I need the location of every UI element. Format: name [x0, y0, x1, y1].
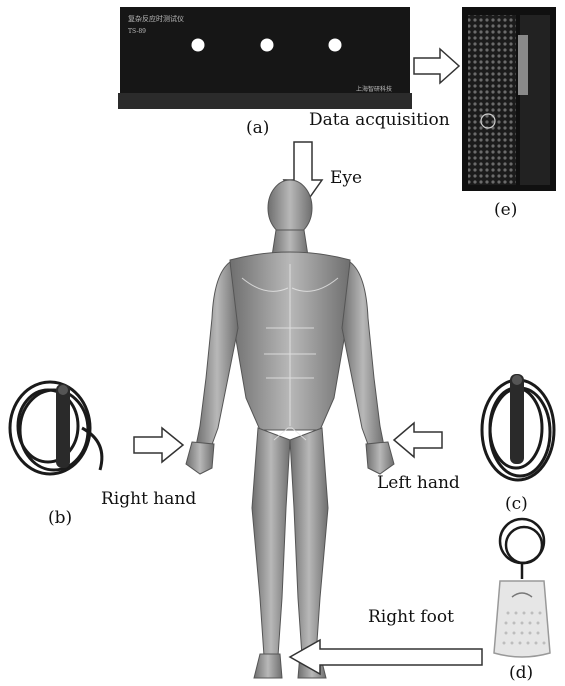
arrow-to-computer: [412, 46, 462, 86]
panel-c-label: (c): [505, 494, 528, 514]
device-model-text: TS-89: [128, 28, 146, 35]
stimulus-light-2: [261, 39, 274, 52]
foot-pedal-device: [486, 513, 558, 663]
panel-e-label: (e): [494, 200, 517, 220]
right-foot-arrow: [288, 637, 484, 677]
left-hand-button-image: [476, 368, 560, 486]
right-foot-label: Right foot: [368, 607, 454, 627]
panel-b-label: (b): [48, 508, 72, 528]
device-maker-text: 上海智研科技: [356, 85, 392, 93]
device-title-text: 复杂反应时测试仪: [128, 14, 184, 23]
reaction-device-panel: 复杂反应时测试仪 TS-89 上海智研科技: [118, 5, 412, 109]
panel-d-label: (d): [509, 663, 533, 683]
right-hand-button-device: [4, 372, 116, 482]
computer-tower: [460, 5, 558, 193]
foot-pedal-image: [486, 513, 558, 663]
right-hand-label: Right hand: [101, 489, 196, 509]
right-hand-button-image: [4, 372, 116, 482]
panel-a-label: (a): [246, 118, 269, 138]
stimulus-light-1: [192, 39, 205, 52]
left-hand-button-device: [476, 368, 560, 486]
left-hand-arrow: [392, 420, 444, 460]
reaction-device-image: 复杂反应时测试仪 TS-89 上海智研科技: [118, 5, 412, 109]
stimulus-light-3: [329, 39, 342, 52]
data-acquisition-label: Data acquisition: [309, 110, 450, 130]
computer-tower-image: [460, 5, 558, 193]
right-hand-arrow: [132, 425, 186, 465]
left-hand-label: Left hand: [377, 473, 460, 493]
